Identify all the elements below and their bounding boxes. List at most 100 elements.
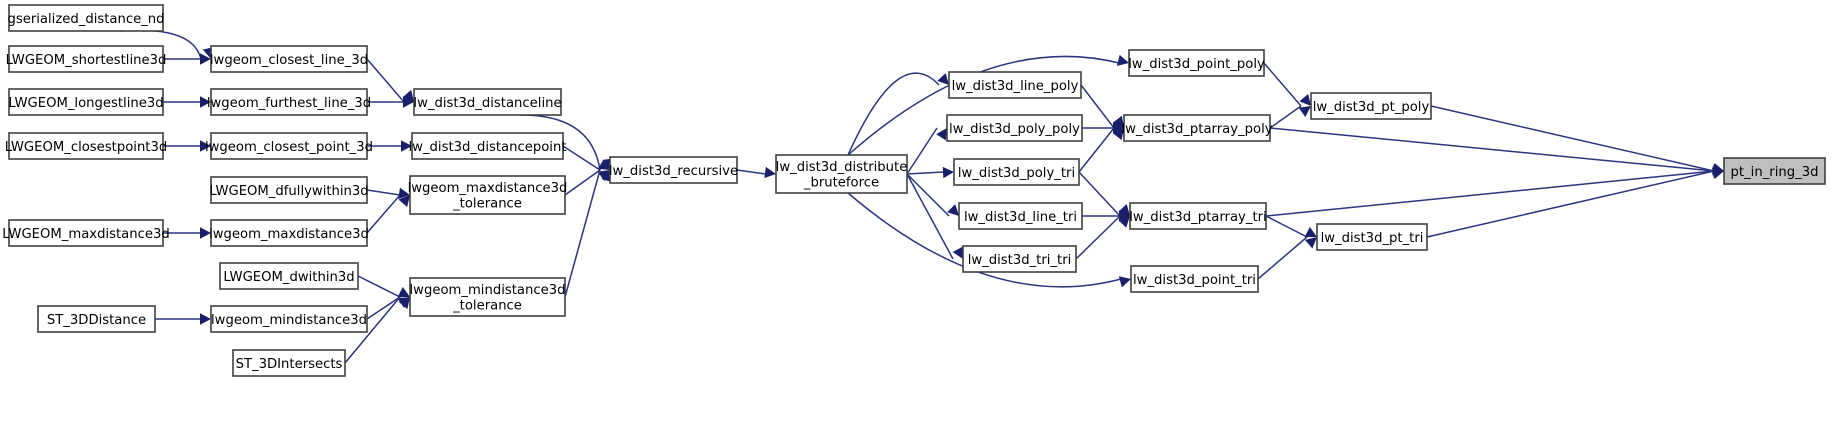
node-ST_3DDistance[interactable]: ST_3DDistance [37,305,156,333]
node-lw_dist3d_ptarray_poly[interactable]: lw_dist3d_ptarray_poly [1121,114,1273,142]
node-label: lw_dist3d_tri_tri [968,253,1072,268]
node-box[interactable] [8,45,164,73]
node-lw_dist3d_distancepoint[interactable]: lw_dist3d_distancepoint [409,132,567,160]
node-LWGEOM_longestline3d[interactable]: LWGEOM_longestline3d [8,88,164,116]
edge-lwgeom_furthest_line_3d-to-lw_dist3d_distanceline [367,96,414,108]
node-box[interactable] [1123,114,1271,142]
node-lw_dist3d_poly_poly[interactable]: lw_dist3d_poly_poly [946,114,1083,142]
node-LWGEOM_dwithin3d[interactable]: LWGEOM_dwithin3d [219,262,359,290]
edge-lw_dist3d_recursive-to-lw_dist3d_distribute_bruteforce [736,166,776,179]
edge-lw_dist3d_distribute_bruteforce-to-lw_dist3d_line_poly [847,72,949,156]
node-box[interactable] [953,158,1080,186]
node-box[interactable] [962,245,1077,273]
node-label: LWGEOM_closestpoint3d [5,140,167,155]
node-label: lw_dist3d_line_tri [964,210,1077,225]
node-LWGEOM_dfullywithin3d[interactable]: LWGEOM_dfullywithin3d [209,176,369,204]
edge-lw_dist3d_ptarray_poly-to-lw_dist3d_pt_poly [1269,105,1311,129]
edge-ST_3DDistance-to-lwgeom_mindistance3d [155,313,211,325]
edge-lwgeom_closest_line_3d-to-lw_dist3d_distanceline [366,58,414,103]
node-box[interactable] [219,262,359,290]
node-box[interactable] [210,132,368,160]
node-lw_dist3d_line_tri[interactable]: lw_dist3d_line_tri [958,202,1083,230]
node-label: lw_dist3d_line_poly [952,79,1079,94]
edge-lwgeom_maxdistance3d_tolerance-to-lw_dist3d_recursive [564,169,610,196]
node-label: LWGEOM_shortestline3d [6,53,167,68]
node-box[interactable] [8,219,164,247]
edge-lw_dist3d_distribute_bruteforce-to-lw_dist3d_point_poly [847,54,1129,156]
edge-lw_dist3d_distribute_bruteforce-to-lw_dist3d_point_tri [847,192,1131,288]
node-lw_dist3d_pt_tri[interactable]: lw_dist3d_pt_tri [1316,223,1428,251]
node-label: ST_3DDistance [47,313,146,328]
edge-lw_dist3d_distribute_bruteforce-to-lw_dist3d_tri_tri [906,173,963,260]
edge-LWGEOM_dfullywithin3d-to-lwgeom_maxdistance3d_tolerance [366,187,410,200]
node-box[interactable] [609,156,738,184]
node-pt_in_ring_3d[interactable]: pt_in_ring_3d [1723,157,1826,185]
edge-lwgeom_maxdistance3d-to-lwgeom_maxdistance3d_tolerance [366,194,410,234]
node-LWGEOM_maxdistance3d[interactable]: LWGEOM_maxdistance3d [2,219,170,247]
node-box[interactable] [413,88,562,116]
node-lwgeom_mindistance3d_tolerance[interactable]: lwgeom_mindistance3d_tolerance [409,277,566,317]
edge-lw_dist3d_point_tri-to-lw_dist3d_pt_tri [1257,236,1317,280]
node-box[interactable] [946,114,1083,142]
node-lwgeom_maxdistance3d_tolerance[interactable]: lwgeom_maxdistance3d_tolerance [408,175,568,215]
node-box[interactable] [1128,49,1265,77]
node-label-line1: lwgeom_mindistance3d [410,283,566,298]
node-box[interactable] [958,202,1083,230]
node-lw_dist3d_recursive[interactable]: lw_dist3d_recursive [609,156,738,184]
node-box[interactable] [8,88,164,116]
node-lw_dist3d_point_tri[interactable]: lw_dist3d_point_tri [1130,265,1259,293]
node-lw_dist3d_line_poly[interactable]: lw_dist3d_line_poly [948,71,1082,99]
node-label: lw_dist3d_poly_tri [958,166,1075,181]
node-box[interactable] [8,4,164,32]
node-box[interactable] [775,154,908,194]
node-label: lw_dist3d_distancepoint [409,140,567,155]
node-lwgeom_maxdistance3d[interactable]: lwgeom_maxdistance3d [209,219,369,247]
node-lw_dist3d_tri_tri[interactable]: lw_dist3d_tri_tri [962,245,1077,273]
node-box[interactable] [1310,92,1432,120]
node-box[interactable] [948,71,1082,99]
edge-lwgeom_closest_point_3d-to-lw_dist3d_distancepoint [367,140,412,152]
node-label: LWGEOM_longestline3d [8,96,163,111]
node-box[interactable] [37,305,156,333]
node-box[interactable] [210,219,368,247]
node-label-line1: lw_dist3d_distribute [776,160,908,175]
edge-lw_dist3d_ptarray_poly-to-pt_in_ring_3d [1269,127,1724,176]
node-box[interactable] [210,176,368,204]
node-box[interactable] [8,132,164,160]
node-label: lw_dist3d_ptarray_tri [1129,210,1266,225]
node-label: ST_3DIntersects [236,357,343,372]
node-lw_dist3d_ptarray_tri[interactable]: lw_dist3d_ptarray_tri [1129,202,1267,230]
node-label: pt_in_ring_3d [1731,165,1819,180]
nodes-layer: gserialized_distance_ndLWGEOM_shortestli… [2,4,1826,377]
node-lw_dist3d_poly_tri[interactable]: lw_dist3d_poly_tri [953,158,1080,186]
node-lwgeom_closest_point_3d[interactable]: lwgeom_closest_point_3d [205,132,373,160]
node-lw_dist3d_distanceline[interactable]: lw_dist3d_distanceline [413,88,562,116]
node-lw_dist3d_point_poly[interactable]: lw_dist3d_point_poly [1128,49,1265,77]
node-lwgeom_closest_line_3d[interactable]: lwgeom_closest_line_3d [210,45,368,73]
node-LWGEOM_closestpoint3d[interactable]: LWGEOM_closestpoint3d [5,132,167,160]
node-box[interactable] [411,132,564,160]
node-ST_3DIntersects[interactable]: ST_3DIntersects [232,349,346,377]
edge-LWGEOM_shortestline3d-to-lwgeom_closest_line_3d [163,53,211,65]
node-box[interactable] [409,277,566,317]
node-label-line2: _tolerance [452,196,522,211]
node-gserialized_distance_nd[interactable]: gserialized_distance_nd [7,4,165,32]
node-box[interactable] [210,45,368,73]
node-lw_dist3d_distribute_bruteforce[interactable]: lw_dist3d_distribute_bruteforce [775,154,908,194]
node-box[interactable] [1316,223,1428,251]
node-box[interactable] [210,88,368,116]
node-box[interactable] [1129,202,1267,230]
node-lwgeom_mindistance3d[interactable]: lwgeom_mindistance3d [210,305,368,333]
node-box[interactable] [210,305,368,333]
edge-LWGEOM_longestline3d-to-lwgeom_furthest_line_3d [163,96,211,108]
node-LWGEOM_shortestline3d[interactable]: LWGEOM_shortestline3d [6,45,167,73]
node-box[interactable] [1723,157,1826,185]
node-box[interactable] [232,349,346,377]
edge-lw_dist3d_distribute_bruteforce-to-lw_dist3d_poly_tri [906,166,954,179]
node-label: lwgeom_closest_line_3d [210,53,368,68]
node-box[interactable] [1130,265,1259,293]
node-box[interactable] [409,175,566,215]
node-lwgeom_furthest_line_3d[interactable]: lwgeom_furthest_line_3d [207,88,371,116]
node-lw_dist3d_pt_poly[interactable]: lw_dist3d_pt_poly [1310,92,1432,120]
edge-lw_dist3d_point_poly-to-lw_dist3d_pt_poly [1263,62,1311,107]
